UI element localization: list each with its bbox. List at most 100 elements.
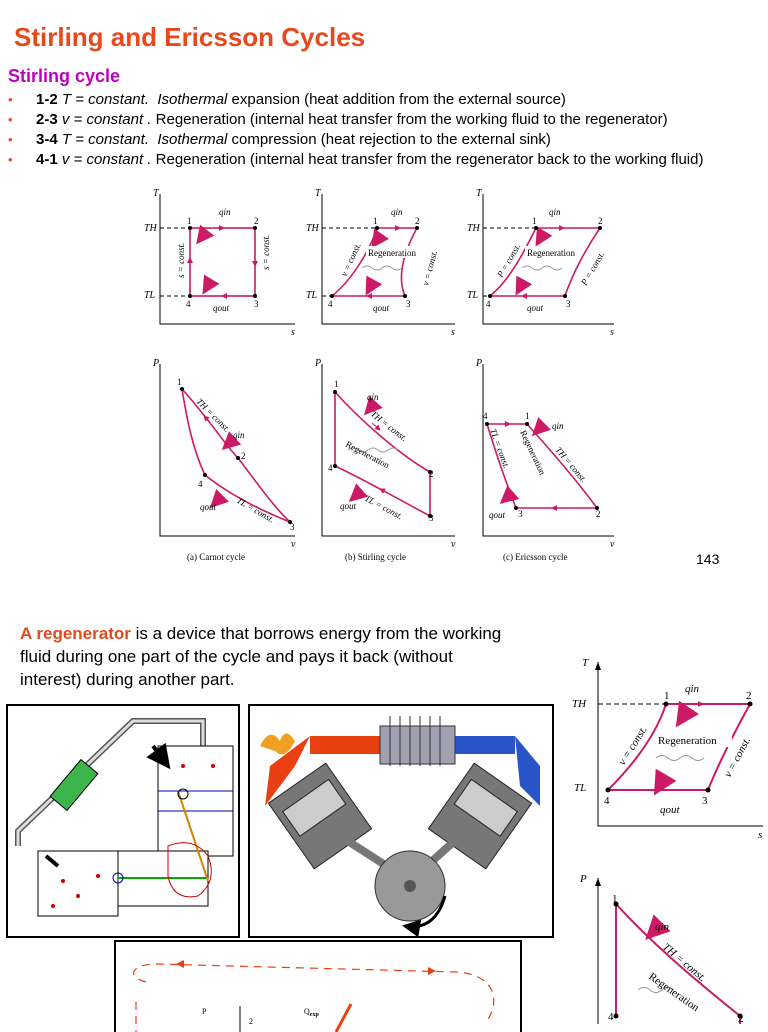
state-label: 2 (241, 451, 246, 461)
axis-lines (321, 194, 455, 325)
qexp-label: Qexp (304, 1007, 319, 1018)
state-label: 4 (483, 411, 488, 421)
step-condition: T = constant. (61, 91, 149, 108)
step-condition: v = constant . (61, 111, 152, 128)
state-label: 3 (702, 795, 708, 807)
axis-lines (159, 364, 295, 537)
regeneration-label: Regeneration (658, 735, 717, 747)
list-item: • 4-1 v = constant . Regeneration (intern… (8, 150, 764, 170)
state-label: 1 (334, 379, 339, 389)
state-label: 2 (738, 1013, 744, 1024)
qin-label: qin (549, 207, 561, 217)
v-const-label: v = const. (339, 241, 363, 278)
axis-lines (159, 194, 295, 325)
axis-label: P (475, 358, 482, 369)
state-label: 4 (486, 299, 491, 309)
bullet-icon: • (8, 112, 13, 127)
figure-caption: (a) Carnot cycle (187, 552, 245, 562)
step-kind: Isothermal (157, 91, 228, 108)
stirling-pv-diagram: qin TH = const. Regeneration TL = const.… (328, 379, 434, 523)
TL-label: TL (144, 290, 156, 301)
stirling-engine-illustration (248, 704, 554, 938)
qout-label: qout (373, 303, 390, 313)
bullet-list: • 1-2 T = constant. Isothermal expansion … (8, 90, 764, 170)
state-label: 4 (608, 1011, 614, 1023)
step-number: 4-1 (36, 151, 58, 168)
state-label: 3 (566, 299, 571, 309)
axis-label: P (202, 1007, 207, 1016)
axis-label: P (152, 358, 159, 369)
axis-label: T (153, 188, 160, 199)
step-desc: Regeneration (internal heat transfer fro… (151, 151, 704, 168)
state-label: 2 (254, 216, 259, 226)
state-label: 1 (525, 411, 530, 421)
state-label: 3 (429, 513, 434, 523)
step-desc: expansion (heat addition from the extern… (227, 91, 566, 108)
page-title: Stirling and Ericsson Cycles (14, 22, 366, 52)
v-const-label: v = const. (420, 249, 439, 286)
regeneration-label: Regeneration (518, 429, 548, 477)
figure-caption: (b) Stirling cycle (345, 552, 406, 562)
TL-const-label: TL = const. (363, 493, 404, 521)
state-label: 3 (406, 299, 411, 309)
state-label: 1 (664, 690, 670, 702)
qout-label: qout (200, 502, 217, 512)
state-label: 2 (598, 216, 603, 226)
step-number: 3-4 (36, 131, 58, 148)
state-label: 1 (373, 216, 378, 226)
bullet-icon: • (8, 152, 13, 167)
step-condition: T = constant. (61, 131, 149, 148)
axis-label: s (451, 327, 455, 338)
state-label: 2 (429, 469, 434, 479)
state-label: 3 (290, 522, 295, 532)
qin-label: qin (233, 430, 245, 440)
qin-label: qin (391, 207, 403, 217)
qout-label: qout (527, 303, 544, 313)
axis-label: s (291, 327, 295, 338)
figure-caption: (c) Ericsson cycle (503, 552, 567, 562)
engine-loop-diagram: P 2 Qexp (114, 940, 522, 1032)
state-label: 4 (186, 299, 191, 309)
axis-lines (482, 194, 614, 325)
TL-label: TL (306, 290, 318, 301)
TH-const-label: TH = const. (660, 941, 708, 984)
state-label: 2 (746, 690, 752, 702)
qout-label: qout (660, 804, 681, 816)
bullet-icon: • (8, 132, 13, 147)
step-condition: v = constant . (61, 151, 152, 168)
qin-label: qin (219, 207, 231, 217)
TL-label: TL (467, 290, 479, 301)
regen-highlight: A regenerator (20, 624, 131, 643)
TH-label: TH (572, 698, 587, 710)
engine-illustration-drawing (260, 716, 540, 936)
axis-lines (482, 364, 614, 537)
section-heading: Stirling cycle (8, 66, 121, 86)
axis-label: s (610, 327, 614, 338)
axis-label: v (610, 539, 615, 550)
state-label: 1 (187, 216, 192, 226)
state-label: 4 (604, 795, 610, 807)
ericsson-pv-diagram: qin TH = const. TL = const. Regeneration… (483, 411, 601, 520)
qout-label: qout (489, 510, 506, 520)
regenerator-definition: A regenerator is a device that borrows e… (20, 622, 510, 691)
s-const-label: s = const. (176, 243, 186, 278)
step-kind: Isothermal (157, 131, 228, 148)
cycle-diagrams-figure: T T T s s s P P P v v v TH TH TH TL TL T… (144, 188, 615, 562)
step-number: 2-3 (36, 111, 58, 128)
s-const-label: s = const. (261, 235, 271, 270)
list-item: •1-2 T = constant. Isothermal expansion … (8, 90, 764, 110)
state-label: 1 (612, 893, 618, 905)
regeneration-label: Regeneration (368, 248, 416, 258)
axis-label: s (758, 829, 762, 841)
stirling-engine-schematic (6, 704, 240, 938)
TH-const-label: TH = const. (553, 445, 589, 485)
list-item: •3-4 T = constant. Isothermal compressio… (8, 130, 764, 150)
TL-label: TL (574, 782, 586, 794)
list-item: • 2-3 v = constant . Regeneration (intern… (8, 110, 764, 130)
TH-label: TH (306, 223, 320, 234)
TH-label: TH (144, 223, 158, 234)
step-desc: Regeneration (internal heat transfer fro… (151, 111, 668, 128)
state-label: 1 (177, 377, 182, 387)
step-number: 1-2 (36, 91, 58, 108)
